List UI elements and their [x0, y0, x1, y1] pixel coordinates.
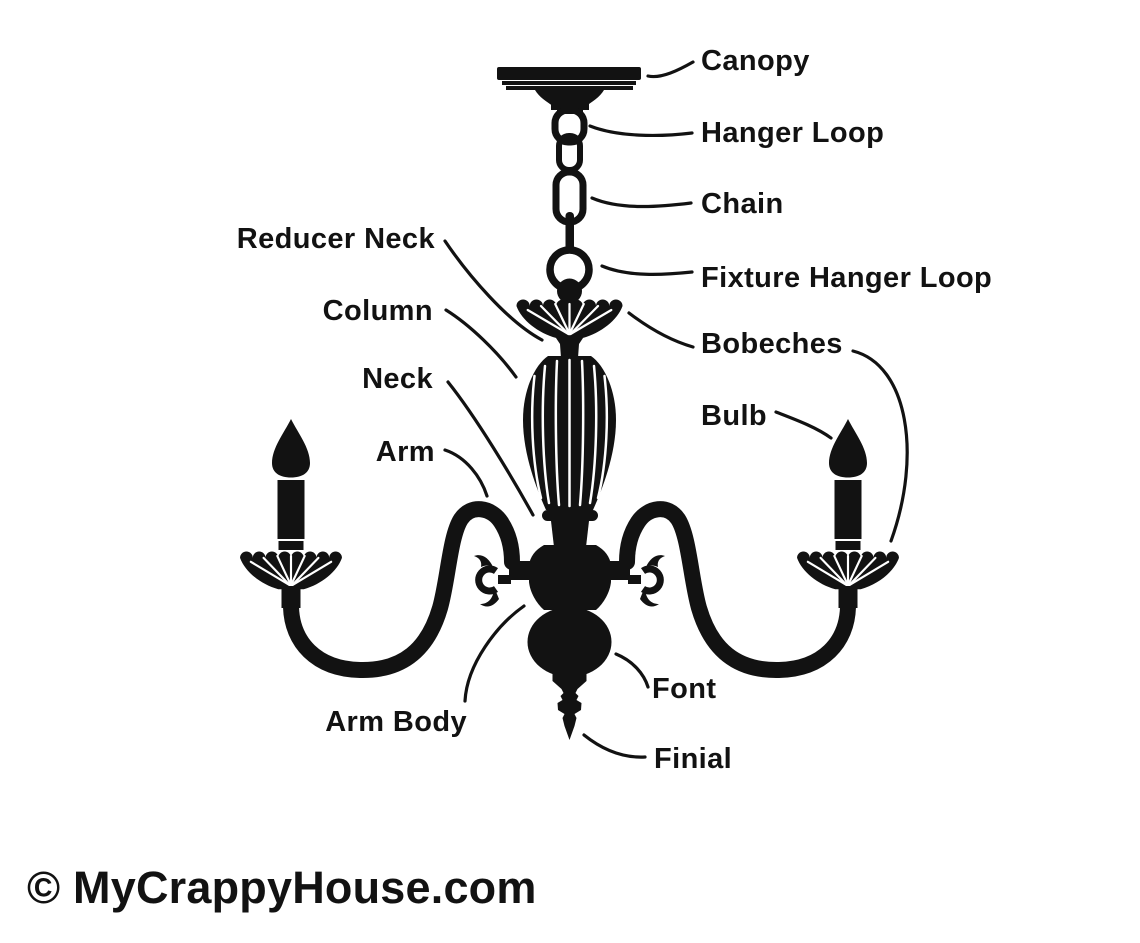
leader-finial	[582, 733, 647, 759]
leader-hanger-loop	[588, 124, 694, 138]
left-candle	[240, 419, 342, 608]
leader-canopy	[646, 60, 695, 79]
watermark-text: © MyCrappyHouse.com	[27, 862, 537, 913]
label-reducer-neck: Reducer Neck	[237, 223, 436, 255]
leader-arm	[443, 448, 489, 498]
column-shape	[523, 356, 616, 510]
label-hanger-loop: Hanger Loop	[701, 117, 884, 149]
label-font: Font	[652, 673, 716, 705]
top-bobeche	[515, 298, 624, 340]
labels: Canopy Hanger Loop Chain Fixture Hanger …	[237, 45, 992, 775]
leader-bulb	[774, 410, 833, 440]
label-chain: Chain	[701, 188, 784, 220]
neck-shape	[551, 521, 589, 547]
leader-neck	[446, 380, 535, 517]
label-arm-body: Arm Body	[325, 706, 467, 738]
leader-font	[614, 652, 650, 689]
label-fixture-hanger-loop: Fixture Hanger Loop	[701, 262, 992, 294]
leader-lines	[443, 60, 909, 759]
label-canopy: Canopy	[701, 45, 810, 77]
leader-column	[444, 308, 518, 379]
label-column: Column	[323, 295, 433, 327]
label-arm: Arm	[376, 436, 435, 468]
leader-fixture-hanger-loop	[600, 264, 694, 276]
right-arm	[608, 509, 848, 670]
leader-bobeches-right	[851, 349, 909, 543]
hanger-loop-shape	[551, 106, 588, 146]
font-shape	[527, 607, 612, 677]
right-candle	[797, 419, 899, 608]
label-finial: Finial	[654, 743, 732, 775]
ring-ball	[557, 278, 582, 304]
left-arm	[291, 509, 531, 670]
arm-body-shape	[529, 545, 611, 610]
leader-reducer-neck	[443, 239, 544, 342]
label-neck: Neck	[362, 363, 433, 395]
column-base-ring	[542, 510, 598, 521]
reducer-neck-shape	[556, 338, 583, 358]
leader-chain	[590, 196, 693, 209]
finial-shape	[552, 674, 587, 740]
chain-shape	[552, 133, 587, 252]
leader-arm-body	[463, 604, 526, 703]
label-bobeches: Bobeches	[701, 328, 843, 360]
leader-bobeches-left	[627, 311, 695, 349]
chandelier-silhouette	[240, 67, 899, 740]
label-bulb: Bulb	[701, 400, 767, 432]
